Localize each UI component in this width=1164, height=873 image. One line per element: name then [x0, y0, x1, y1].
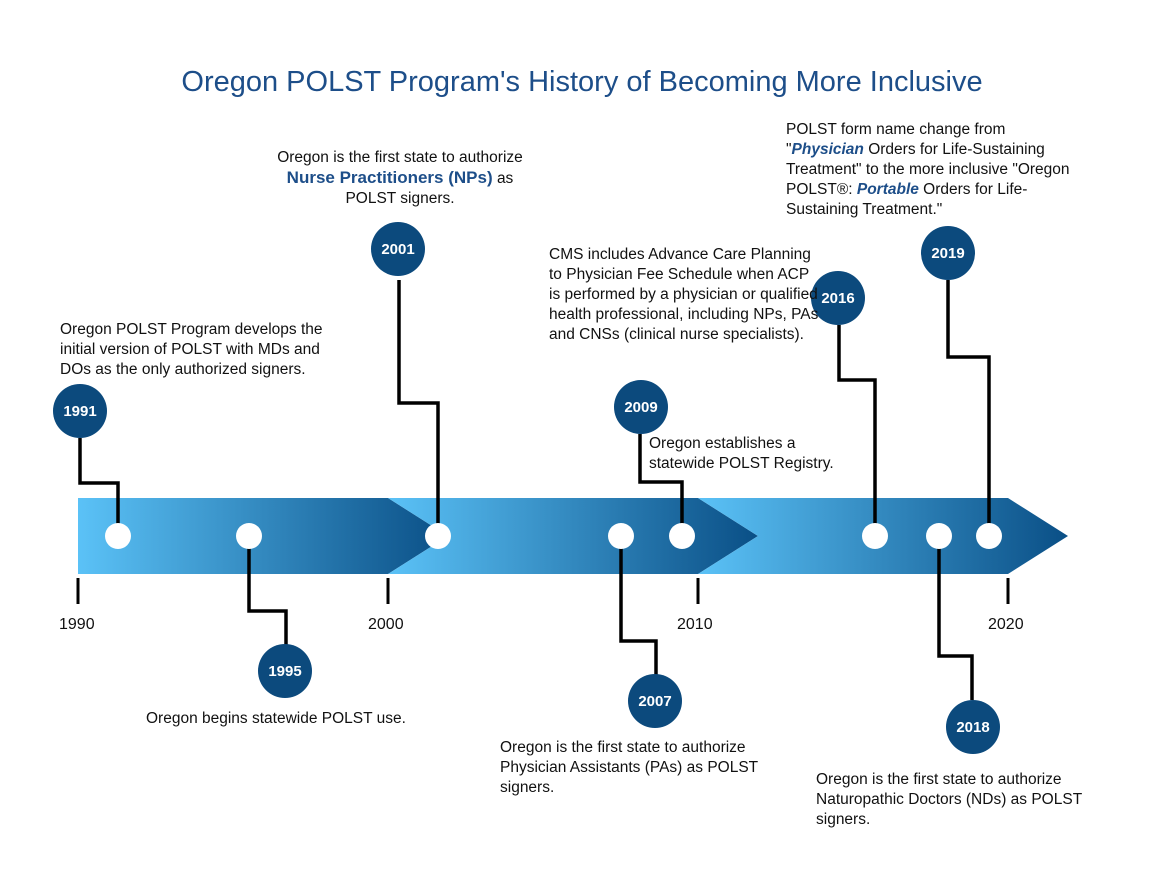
- dot-1995: [236, 523, 262, 549]
- event-text-2019-part2: Orders for Life-Sustaining Treatment" to…: [786, 141, 1070, 198]
- connector-2019: [946, 280, 991, 536]
- event-text-2001-outro: as POLST signers.: [345, 170, 514, 207]
- connector-2001: [397, 280, 440, 536]
- connector-2009: [638, 434, 684, 536]
- page-title: Oregon POLST Program's History of Becomi…: [181, 66, 983, 98]
- connector-2016: [837, 325, 877, 536]
- event-text-2001: Oregon is the first state to authorize N…: [262, 148, 538, 209]
- dot-2009: [669, 523, 695, 549]
- year-badge-1991: 1991: [53, 384, 107, 438]
- dot-2018: [926, 523, 952, 549]
- connector-1991: [78, 438, 120, 536]
- year-badge-1995: 1995: [258, 644, 312, 698]
- decade-label-2010: 2010: [677, 616, 713, 633]
- connector-2007: [619, 536, 658, 676]
- connector-1995: [247, 536, 288, 646]
- event-text-1995: Oregon begins statewide POLST use.: [146, 710, 406, 727]
- event-text-2019: POLST form name change from "Physician O…: [786, 120, 1086, 220]
- dot-2019: [976, 523, 1002, 549]
- nurse-practitioners-highlight: Nurse Practitioners (NPs): [286, 168, 493, 187]
- event-text-2001-intro: Oregon is the first state to authorize: [277, 149, 523, 166]
- event-text-2019-part3: Orders for Life-Sustaining Treatment.": [786, 181, 1028, 218]
- connector-2018: [937, 536, 974, 700]
- event-text-2016: CMS includes Advance Care Planning to Ph…: [549, 246, 819, 343]
- event-text-2007: Oregon is the first state to authorize P…: [500, 739, 758, 796]
- decade-label-1990: 1990: [59, 616, 95, 633]
- event-text-2019-part1: POLST form name change from ": [786, 121, 1006, 158]
- year-badge-2009: 2009: [614, 380, 668, 434]
- dot-2016: [862, 523, 888, 549]
- year-badge-2001: 2001: [371, 222, 425, 276]
- year-badge-2018: 2018: [946, 700, 1000, 754]
- portable-highlight: Portable: [856, 181, 919, 198]
- event-text-2009: Oregon establishes a statewide POLST Reg…: [649, 435, 834, 472]
- arrow-segment-1990s: [78, 498, 448, 574]
- year-badge-2019: 2019: [921, 226, 975, 280]
- arrow-segment-2000s: [388, 498, 758, 574]
- dot-2007: [608, 523, 634, 549]
- decade-label-2020: 2020: [988, 616, 1024, 633]
- physician-highlight: Physician: [791, 141, 864, 158]
- event-text-2018: Oregon is the first state to authorize N…: [816, 771, 1082, 828]
- year-badge-2007: 2007: [628, 674, 682, 728]
- event-text-1991: Oregon POLST Program develops the initia…: [60, 321, 323, 378]
- decade-label-2000: 2000: [368, 616, 404, 633]
- dot-1991: [105, 523, 131, 549]
- year-badge-2016: 2016: [811, 271, 865, 325]
- dot-2001: [425, 523, 451, 549]
